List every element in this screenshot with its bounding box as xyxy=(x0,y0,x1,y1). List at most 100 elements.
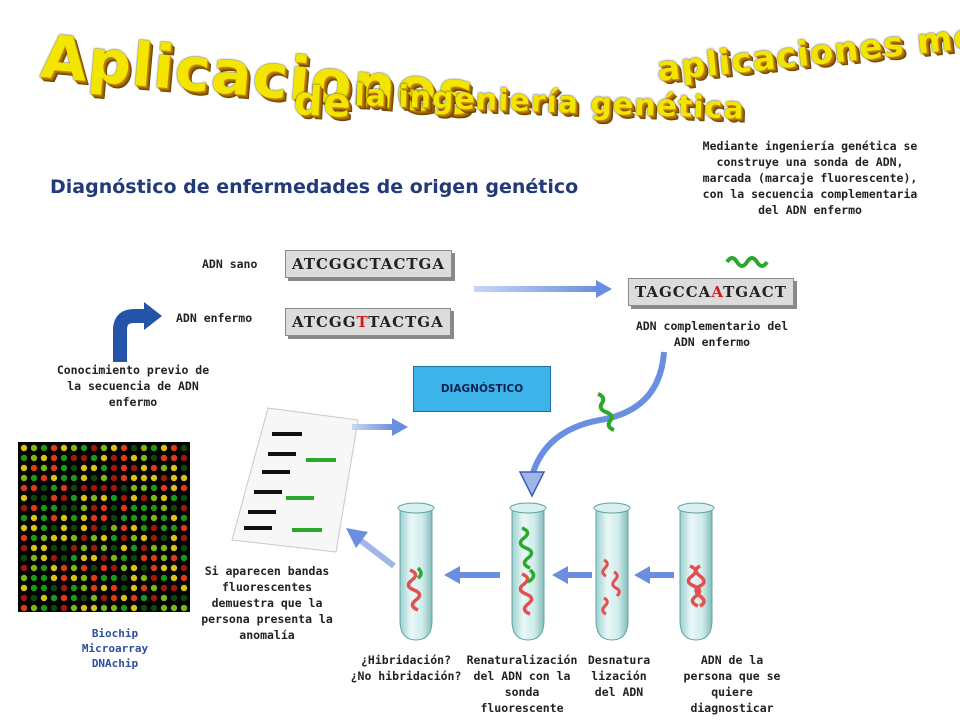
microarray-spot xyxy=(130,544,138,552)
microarray-spot xyxy=(180,554,188,562)
microarray-spot xyxy=(90,574,98,582)
microarray-spot xyxy=(90,484,98,492)
microarray-spot xyxy=(140,604,148,612)
microarray-spot xyxy=(140,564,148,572)
microarray-spot xyxy=(50,514,58,522)
microarray-spot xyxy=(20,534,28,542)
microarray-spot xyxy=(80,494,88,502)
microarray-spot xyxy=(160,454,168,462)
microarray-spot xyxy=(160,484,168,492)
microarray-spot xyxy=(80,524,88,532)
microarray-spot xyxy=(50,534,58,542)
microarray-spot xyxy=(150,544,158,552)
microarray-spot xyxy=(110,454,118,462)
microarray-spot xyxy=(20,564,28,572)
microarray-spot xyxy=(40,534,48,542)
microarray-spot xyxy=(40,444,48,452)
microarray-spot xyxy=(130,604,138,612)
microarray-spot xyxy=(20,454,28,462)
microarray-spot xyxy=(120,564,128,572)
healthy-dna-label: ADN sano xyxy=(202,257,258,271)
microarray-spot xyxy=(80,484,88,492)
microarray-spot xyxy=(40,454,48,462)
microarray-spot xyxy=(170,584,178,592)
microarray-spot xyxy=(110,604,118,612)
microarray-spot xyxy=(80,574,88,582)
microarray-spot xyxy=(170,464,178,472)
microarray-spot xyxy=(20,464,28,472)
microarray-spot xyxy=(70,454,78,462)
microarray-spot xyxy=(130,474,138,482)
microarray-spot xyxy=(50,604,58,612)
microarray-spot xyxy=(120,474,128,482)
microarray-spot xyxy=(160,594,168,602)
microarray-spot xyxy=(150,454,158,462)
microarray-spot xyxy=(60,534,68,542)
microarray-spot xyxy=(120,454,128,462)
microarray-spot xyxy=(50,584,58,592)
microarray-spot xyxy=(50,464,58,472)
microarray-spot xyxy=(40,504,48,512)
microarray-spot xyxy=(100,524,108,532)
microarray-spot xyxy=(160,524,168,532)
microarray-spot xyxy=(110,444,118,452)
microarray-spot xyxy=(100,564,108,572)
microarray-spot xyxy=(80,464,88,472)
comp-seq-a: TAGCCA xyxy=(635,283,712,301)
microarray-spot xyxy=(70,444,78,452)
arrow-probe-to-tube xyxy=(518,351,667,498)
microarray-spot xyxy=(90,454,98,462)
microarray-spot xyxy=(90,544,98,552)
microarray-spot xyxy=(60,454,68,462)
microarray-spot xyxy=(40,464,48,472)
healthy-seq-text: ATCGGCTACTGA xyxy=(292,255,446,273)
microarray-spot xyxy=(100,494,108,502)
tube3-label: Desnatura lización del ADN xyxy=(587,653,651,699)
biochip-line2: Microarray xyxy=(81,642,149,655)
microarray-spot xyxy=(40,474,48,482)
microarray-spot xyxy=(30,494,38,502)
microarray-spot xyxy=(150,484,158,492)
microarray-spot xyxy=(180,514,188,522)
microarray-spot xyxy=(60,504,68,512)
microarray-spot xyxy=(120,534,128,542)
microarray-spot xyxy=(40,494,48,502)
microarray-spot xyxy=(130,584,138,592)
microarray-spot xyxy=(70,484,78,492)
microarray-spot xyxy=(80,594,88,602)
microarray-spot xyxy=(130,484,138,492)
microarray-spot xyxy=(150,444,158,452)
microarray-spot xyxy=(130,444,138,452)
microarray-spot xyxy=(170,594,178,602)
microarray-spot xyxy=(180,534,188,542)
microarray-spot xyxy=(170,484,178,492)
microarray-spot xyxy=(80,564,88,572)
microarray-spot xyxy=(60,524,68,532)
bands-description: Si aparecen bandas fluorescentes demuest… xyxy=(201,564,333,642)
microarray-spot xyxy=(150,584,158,592)
microarray-spot xyxy=(150,594,158,602)
microarray-spot xyxy=(20,604,28,612)
microarray-spot xyxy=(20,524,28,532)
biochip-image xyxy=(18,442,190,612)
microarray-spot xyxy=(120,554,128,562)
microarray-spot xyxy=(90,494,98,502)
microarray-spot xyxy=(30,514,38,522)
microarray-spot xyxy=(80,544,88,552)
microarray-spot xyxy=(130,454,138,462)
microarray-spot xyxy=(170,444,178,452)
microarray-spot xyxy=(150,534,158,542)
microarray-spot xyxy=(160,544,168,552)
microarray-spot xyxy=(150,474,158,482)
microarray-spot xyxy=(120,464,128,472)
microarray-spot xyxy=(120,524,128,532)
microarray-spot xyxy=(60,564,68,572)
microarray-spot xyxy=(60,484,68,492)
microarray-spot xyxy=(140,544,148,552)
microarray-spot xyxy=(170,514,178,522)
microarray-spot xyxy=(150,604,158,612)
microarray-spot xyxy=(50,484,58,492)
page-subtitle: Diagnóstico de enfermedades de origen ge… xyxy=(50,176,579,198)
microarray-spot xyxy=(50,594,58,602)
microarray-spot xyxy=(90,474,98,482)
